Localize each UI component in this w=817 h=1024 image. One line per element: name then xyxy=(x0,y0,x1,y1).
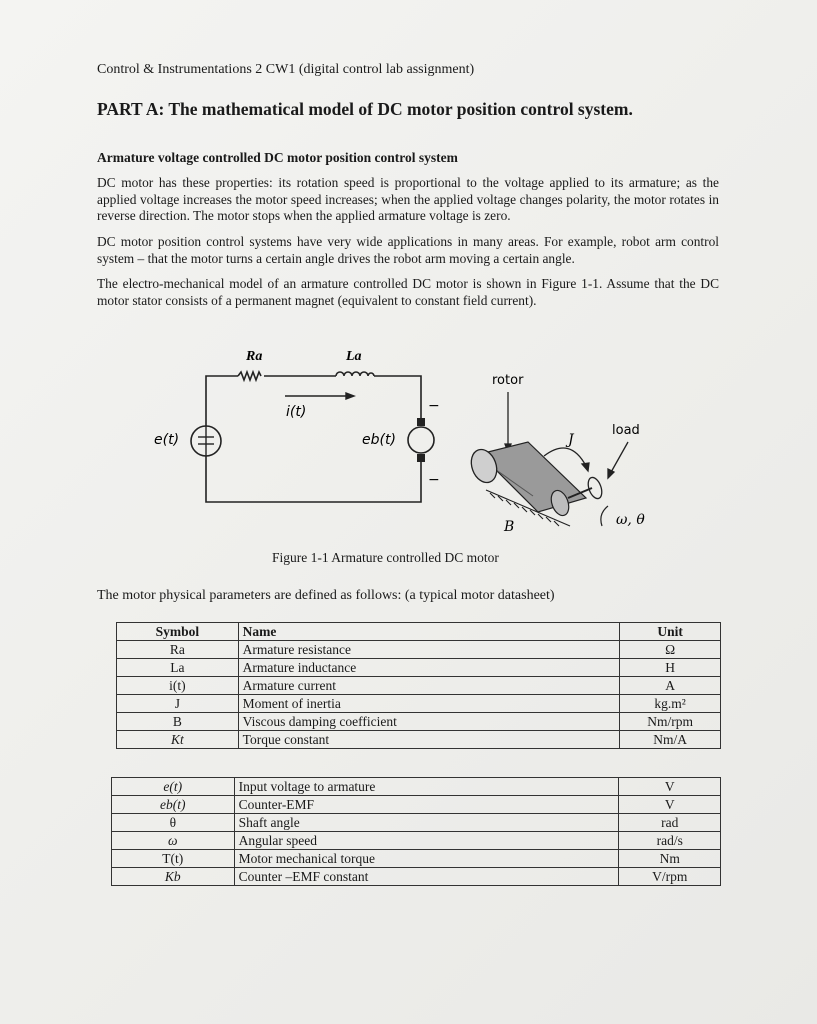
cell-name: Armature current xyxy=(237,676,621,695)
cell-symbol: e(t) xyxy=(111,777,235,796)
label-minus-top: − xyxy=(428,398,440,414)
rotor-arrow-icon xyxy=(504,392,512,454)
label-la: La xyxy=(345,349,362,364)
table-row: T(t) Motor mechanical torque Nm xyxy=(111,849,721,868)
paragraph-motor-properties: DC motor has these properties: its rotat… xyxy=(97,175,719,223)
load-arrow-icon xyxy=(607,441,629,480)
cell-symbol: eb(t) xyxy=(111,795,235,814)
label-damping: B xyxy=(503,519,514,535)
table-row: Kb Counter –EMF constant V/rpm xyxy=(111,867,721,886)
cell-symbol: Kt xyxy=(116,730,239,749)
label-omega-theta: ω, θ xyxy=(616,512,645,528)
cell-symbol: ω xyxy=(111,831,235,850)
cell-unit: kg.m² xyxy=(619,694,721,713)
cell-symbol: T(t) xyxy=(111,849,235,868)
table-row: B Viscous damping coefficient Nm/rpm xyxy=(116,712,721,731)
cell-name: Armature resistance xyxy=(237,640,621,659)
cell-name: Counter-EMF xyxy=(233,795,620,814)
label-load: load xyxy=(612,423,640,438)
current-arrow-icon xyxy=(285,391,356,401)
cell-name: Angular speed xyxy=(233,831,620,850)
cell-unit: V xyxy=(618,777,721,796)
cell-unit: V xyxy=(618,795,721,814)
parameters-table-1: Symbol Name Unit Ra Armature resistance … xyxy=(116,622,721,749)
cell-name: Counter –EMF constant xyxy=(233,867,620,886)
cell-symbol: i(t) xyxy=(116,676,239,695)
cell-unit: rad xyxy=(618,813,721,832)
table-row: eb(t) Counter-EMF V xyxy=(111,795,721,814)
cell-symbol: J xyxy=(116,694,239,713)
cell-unit: A xyxy=(619,676,721,695)
inertia-arrow-icon xyxy=(543,447,590,473)
params-intro: The motor physical parameters are define… xyxy=(97,588,555,603)
cell-symbol: Ra xyxy=(116,640,239,659)
omega-arrow-icon xyxy=(600,505,609,527)
figure-caption: Figure 1-1 Armature controlled DC motor xyxy=(272,550,499,565)
rotor-cylinder-icon xyxy=(470,441,603,517)
label-inertia: J xyxy=(565,432,575,448)
label-current: i(t) xyxy=(286,404,306,420)
cell-unit: H xyxy=(619,658,721,677)
resistor-zigzag xyxy=(237,369,262,383)
label-minus-bottom: − xyxy=(428,472,440,488)
cell-name: Shaft angle xyxy=(233,813,620,832)
table-row: i(t) Armature current A xyxy=(116,676,721,695)
parameters-table-2: e(t) Input voltage to armature V eb(t) C… xyxy=(111,777,721,886)
voltage-source-icon xyxy=(190,425,222,457)
cell-name: Input voltage to armature xyxy=(233,777,620,796)
cell-symbol: Kb xyxy=(111,867,235,886)
section-heading: Armature voltage controlled DC motor pos… xyxy=(97,150,458,165)
header-name: Name xyxy=(237,622,621,641)
inductor-coil xyxy=(335,371,375,377)
wire-top-right xyxy=(374,375,422,418)
armature-icon xyxy=(407,418,435,462)
table-header-row: Symbol Name Unit xyxy=(116,622,721,641)
cell-unit: Ω xyxy=(619,640,721,659)
cell-unit: Nm/rpm xyxy=(619,712,721,731)
label-ra: Ra xyxy=(245,349,262,364)
table-row: La Armature inductance H xyxy=(116,658,721,677)
cell-name: Viscous damping coefficient xyxy=(237,712,621,731)
damping-hatch-icon xyxy=(485,489,571,527)
paragraph-model-description: The electro-mechanical model of an armat… xyxy=(97,276,719,308)
table-row: e(t) Input voltage to armature V xyxy=(111,777,721,796)
cell-unit: V/rpm xyxy=(618,867,721,886)
part-title: PART A: The mathematical model of DC mot… xyxy=(97,99,633,119)
cell-unit: Nm/A xyxy=(619,730,721,749)
label-back-emf: eb(t) xyxy=(362,432,396,448)
cell-symbol: B xyxy=(116,712,239,731)
cell-unit: rad/s xyxy=(618,831,721,850)
course-header: Control & Instrumentations 2 CW1 (digita… xyxy=(97,62,475,77)
table-row: θ Shaft angle rad xyxy=(111,813,721,832)
cell-name: Armature inductance xyxy=(237,658,621,677)
header-symbol: Symbol xyxy=(116,622,239,641)
dc-motor-diagram: Ra La i(t) e(t) eb(t) rotor load J B ω, … xyxy=(154,349,645,535)
dc-motor-figure: Ra La i(t) e(t) eb(t) rotor load J B ω, … xyxy=(140,338,680,548)
table-row: Kt Torque constant Nm/A xyxy=(116,730,721,749)
cell-symbol: La xyxy=(116,658,239,677)
cell-name: Moment of inertia xyxy=(237,694,621,713)
label-source: e(t) xyxy=(154,432,179,448)
table-row: Ra Armature resistance Ω xyxy=(116,640,721,659)
table-row: ω Angular speed rad/s xyxy=(111,831,721,850)
cell-name: Motor mechanical torque xyxy=(233,849,620,868)
header-unit: Unit xyxy=(619,622,721,641)
wire-bottom xyxy=(205,456,422,503)
cell-unit: Nm xyxy=(618,849,721,868)
label-rotor: rotor xyxy=(492,373,524,388)
cell-name: Torque constant xyxy=(237,730,621,749)
paragraph-applications: DC motor position control systems have v… xyxy=(97,234,719,266)
cell-symbol: θ xyxy=(111,813,235,832)
table-row: J Moment of inertia kg.m² xyxy=(116,694,721,713)
wire-top-left xyxy=(205,375,238,426)
